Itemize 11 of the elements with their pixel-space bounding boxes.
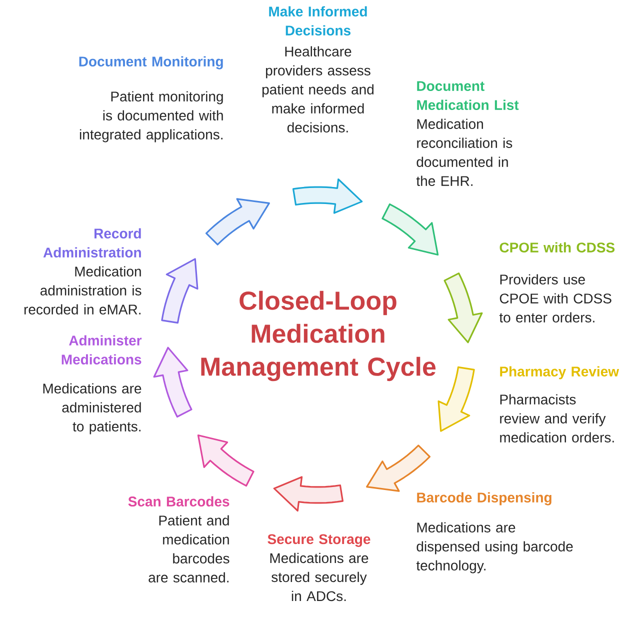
step-text: Barcode Dispensing Medications are dispensed using barcode technology. xyxy=(416,492,573,574)
step-text: Pharmacy Review Pharmacists review and verify medication orders. xyxy=(500,366,620,442)
step-text: CPOE with CDSS Providers use CPOE with CDSS to enter orders. xyxy=(499,242,615,322)
step-text: Document Monitoring Patient monitoring is documented with integrated applications. xyxy=(79,56,223,142)
step-text: Administer Medications Medications are administered to patients. xyxy=(43,335,142,434)
step-text: Document Medication List Medication reconciliation is documented in the EHR. xyxy=(416,81,519,186)
title: Closed-Loop Medication Management Cycle xyxy=(201,290,436,382)
step-text: Scan Barcodes Patient and medication barcodes are scanned. xyxy=(128,496,230,582)
step-text: Make Informed Decisions Healthcare providers assess patient needs and make informed decisions. xyxy=(262,6,374,132)
step-text: Secure Storage Medications are stored securely in ADCs. xyxy=(268,534,370,602)
step-text: Record Administration Medication administration is recorded in eMAR. xyxy=(24,228,142,314)
